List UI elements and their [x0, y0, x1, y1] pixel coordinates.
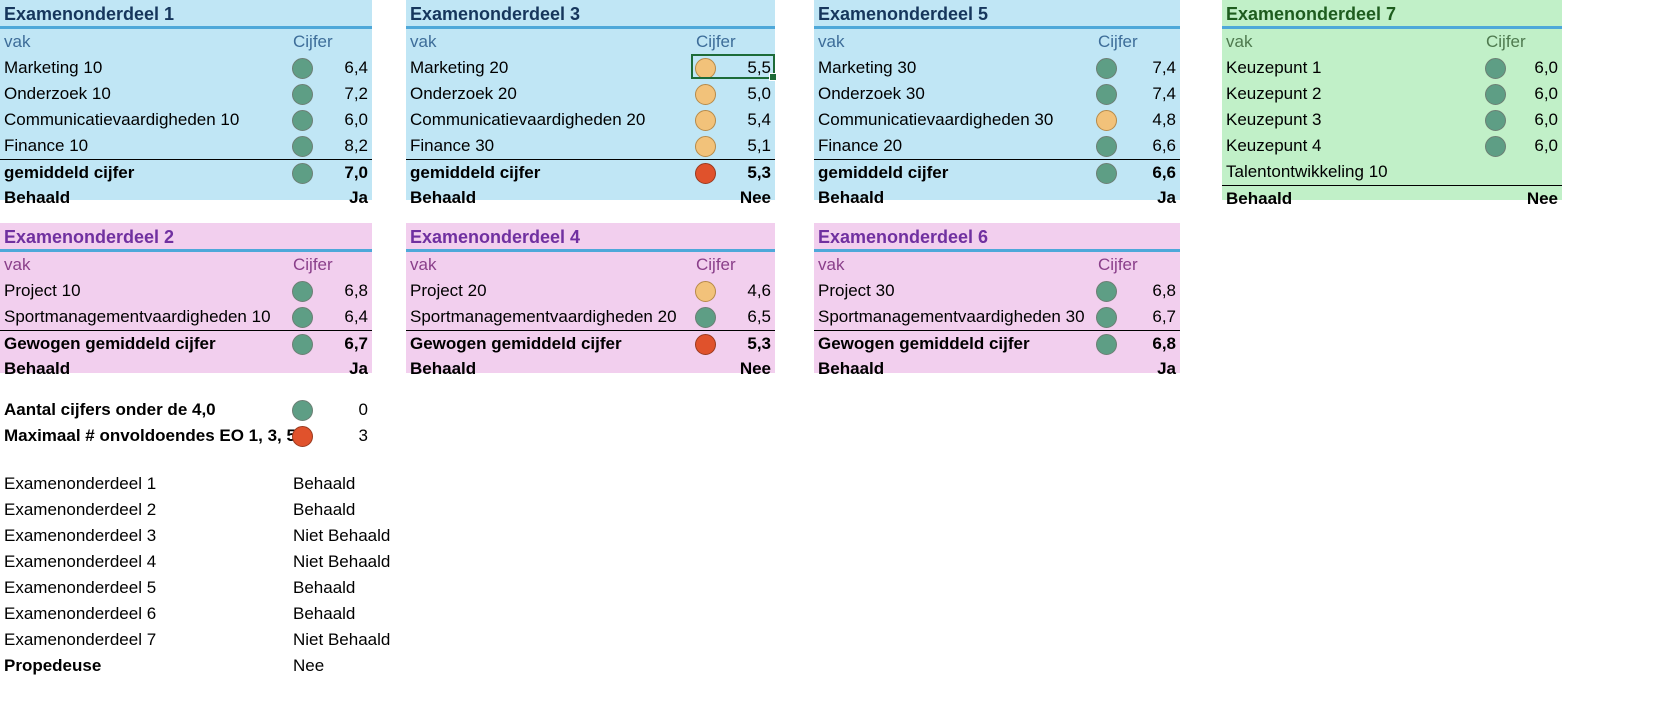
status-indicator-icon: [292, 426, 313, 447]
status-indicator-icon: [292, 110, 313, 131]
panel-title[interactable]: Examenonderdeel 2: [0, 223, 372, 252]
status-indicator-icon: [695, 136, 716, 157]
extra-row[interactable]: Talentontwikkeling 10: [1226, 162, 1388, 181]
status-indicator-icon: [1096, 84, 1117, 105]
status-indicator-icon: [695, 110, 716, 131]
status-indicator-icon: [292, 84, 313, 105]
status-indicator-icon: [292, 163, 313, 184]
status-indicator-icon: [1096, 110, 1117, 131]
panel-title[interactable]: Examenonderdeel 6: [814, 223, 1180, 252]
status-indicator-icon: [1485, 58, 1506, 79]
status-indicator-icon: [1096, 136, 1117, 157]
status-indicator-icon: [695, 334, 716, 355]
status-indicator-icon: [695, 163, 716, 184]
status-indicator-icon: [292, 334, 313, 355]
status-indicator-icon: [292, 307, 313, 328]
status-indicator-icon: [1096, 307, 1117, 328]
status-indicator-icon: [292, 58, 313, 79]
panel-title[interactable]: Examenonderdeel 4: [406, 223, 775, 252]
status-indicator-icon: [695, 84, 716, 105]
status-indicator-icon: [1096, 58, 1117, 79]
status-indicator-icon: [1485, 110, 1506, 131]
panel-title[interactable]: Examenonderdeel 5: [814, 0, 1180, 29]
status-indicator-icon: [1096, 334, 1117, 355]
status-indicator-icon: [1485, 84, 1506, 105]
panel-title[interactable]: Examenonderdeel 7: [1222, 0, 1562, 29]
status-indicator-icon: [1096, 163, 1117, 184]
panel-title[interactable]: Examenonderdeel 3: [406, 0, 775, 29]
status-indicator-icon: [1096, 281, 1117, 302]
status-indicator-icon: [292, 136, 313, 157]
status-indicator-icon: [695, 281, 716, 302]
selected-cell-outline[interactable]: [691, 54, 777, 81]
status-indicator-icon: [292, 400, 313, 421]
status-indicator-icon: [1485, 136, 1506, 157]
panel-title[interactable]: Examenonderdeel 1: [0, 0, 372, 29]
status-indicator-icon: [695, 307, 716, 328]
status-indicator-icon: [292, 281, 313, 302]
